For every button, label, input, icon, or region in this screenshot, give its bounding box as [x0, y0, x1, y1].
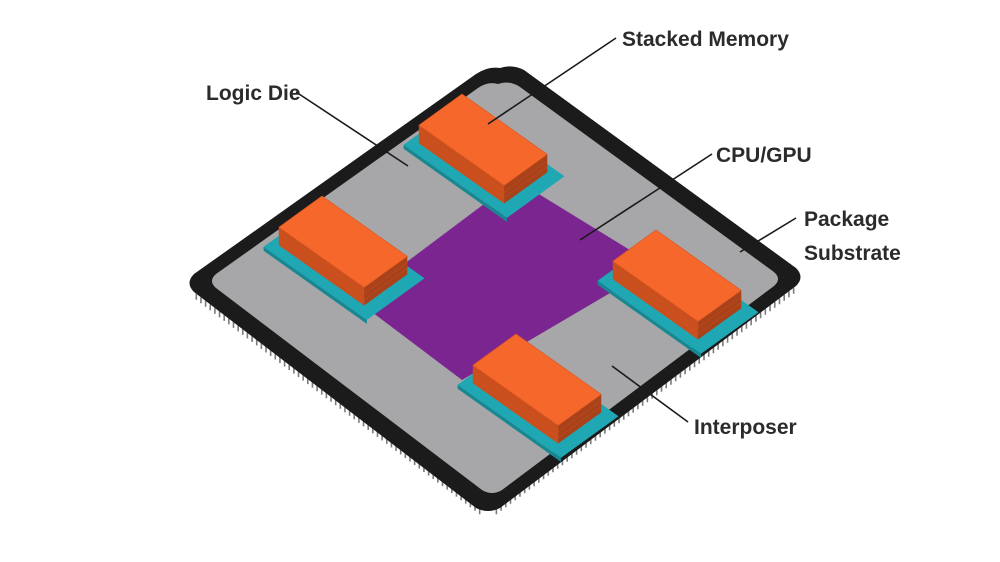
memory-layer-side — [612, 267, 699, 334]
memory-layer-side — [278, 233, 365, 300]
logic-die-edge — [457, 384, 561, 462]
package-substrate-label-line2: Substrate — [804, 242, 901, 265]
memory-layer-side — [558, 400, 602, 438]
memory-layer-top — [612, 229, 742, 322]
logic-die-edge — [263, 246, 367, 324]
stacked-memory-leader — [487, 37, 617, 125]
interposer-leader — [611, 365, 689, 423]
memory-layer-side — [698, 290, 742, 328]
memory-layer-side — [364, 262, 408, 300]
memory-layer-side — [418, 125, 505, 192]
memory-stack — [457, 333, 619, 462]
memory-layer-side — [558, 394, 602, 432]
package-substrate-label-line1: Package — [804, 208, 889, 231]
memory-layer-side — [364, 256, 408, 294]
logic-die-edge — [403, 144, 507, 222]
memory-layer-top — [418, 93, 548, 186]
memory-layer-side — [364, 268, 408, 306]
cpu-gpu-die — [356, 180, 656, 380]
memory-layer-side — [278, 239, 365, 306]
memory-stack — [597, 229, 759, 358]
memory-layer-side — [612, 273, 699, 340]
cpu-gpu-label: CPU/GPU — [716, 144, 812, 167]
memory-layer-side — [418, 137, 505, 204]
memory-stacks — [263, 93, 759, 462]
memory-layer-side — [504, 166, 548, 204]
memory-stack — [403, 93, 565, 222]
memory-stack — [263, 195, 425, 324]
logic-die-leader — [295, 91, 409, 167]
memory-layer-side — [612, 261, 699, 328]
memory-layer-side — [278, 227, 365, 294]
memory-layer-side — [472, 377, 559, 444]
package-substrate-leader — [739, 217, 797, 253]
memory-layer-side — [418, 131, 505, 198]
cpu-gpu-leader — [579, 153, 713, 241]
logic-die-label: Logic Die — [206, 82, 301, 105]
memory-layer-side — [698, 302, 742, 340]
memory-layer-side — [472, 365, 559, 432]
memory-layer-top — [278, 195, 408, 288]
memory-layer-side — [504, 154, 548, 192]
memory-layer-top — [472, 333, 602, 426]
logic-die-edge — [597, 280, 701, 358]
interposer-label: Interposer — [694, 416, 797, 439]
memory-layer-side — [698, 296, 742, 334]
stacked-memory-label: Stacked Memory — [622, 28, 789, 51]
memory-layer-side — [558, 406, 602, 444]
memory-layer-side — [504, 160, 548, 198]
memory-layer-side — [472, 371, 559, 438]
